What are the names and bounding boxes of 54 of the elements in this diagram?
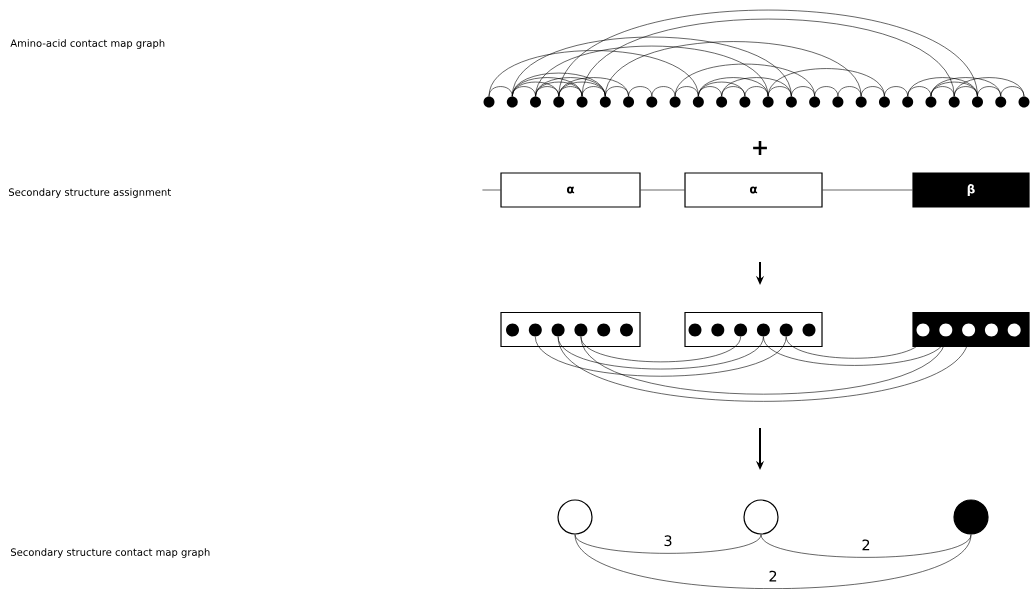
row-label: Secondary structure assignment: [8, 188, 171, 198]
edge-label: 2: [860, 538, 872, 552]
edge-label: 2: [767, 569, 779, 583]
contact-arc: [860, 86, 885, 97]
contact-arc: [1000, 86, 1025, 97]
contact-arc: [907, 86, 932, 97]
contact-arc: [511, 72, 606, 97]
contact-arc: [767, 68, 885, 97]
contact-arc: [814, 86, 839, 97]
contact-arc: [930, 77, 1002, 97]
contact-arc: [557, 336, 764, 370]
contact-arc: [674, 86, 699, 97]
contact-arc: [698, 77, 769, 97]
contact-arc: [558, 77, 629, 97]
contact-arc: [574, 534, 972, 589]
structure-circle: [953, 499, 989, 535]
contact-arc: [785, 336, 924, 359]
contact-arc: [760, 534, 972, 558]
contact-arc: [721, 77, 792, 97]
edge-label: 3: [662, 534, 674, 548]
contact-arc: [488, 50, 699, 97]
row-label: Amino-acid contact map graph: [10, 39, 165, 49]
contact-arc: [535, 336, 787, 377]
contact-arc: [698, 81, 746, 97]
contact-arc: [511, 36, 792, 97]
segment-box: β: [912, 172, 1030, 208]
row-label: Secondary structure contact map graph: [10, 548, 210, 558]
segment-box: α: [500, 172, 641, 208]
contact-arc: [651, 86, 676, 97]
connector-line: [482, 189, 501, 191]
contact-arc: [605, 41, 862, 97]
contact-arc: [580, 336, 741, 363]
contact-arc: [558, 9, 978, 97]
contact-arc: [674, 63, 815, 97]
structure-circle: [743, 499, 779, 535]
contact-arc: [581, 18, 955, 97]
contact-arc: [580, 336, 947, 395]
contact-arc: [953, 77, 1025, 97]
contact-arc: [628, 86, 653, 97]
segment-box: α: [684, 172, 823, 208]
contact-arc: [763, 336, 947, 366]
structure-circle: [557, 499, 593, 535]
contact-arc: [837, 86, 862, 97]
contact-arc: [535, 81, 583, 97]
contact-arc: [907, 77, 978, 97]
contact-arc: [744, 86, 769, 97]
contact-arc: [884, 86, 908, 97]
plus-sign: +: [753, 141, 767, 155]
contact-arc: [535, 45, 769, 97]
contact-arc: [488, 86, 513, 97]
contact-arc: [574, 534, 762, 554]
connector-line: [822, 189, 913, 191]
contact-arc: [930, 86, 955, 97]
connector-line: [640, 189, 685, 191]
